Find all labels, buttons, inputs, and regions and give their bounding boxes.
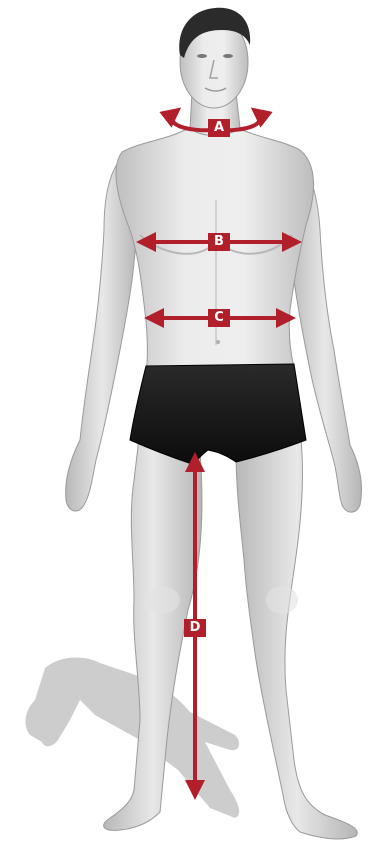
shorts <box>130 364 306 464</box>
inseam-label: D <box>184 619 206 637</box>
chest-label: B <box>208 233 230 251</box>
figure-shadow <box>25 658 239 818</box>
neck-label: A <box>208 119 230 137</box>
waist-label: C <box>208 309 230 327</box>
